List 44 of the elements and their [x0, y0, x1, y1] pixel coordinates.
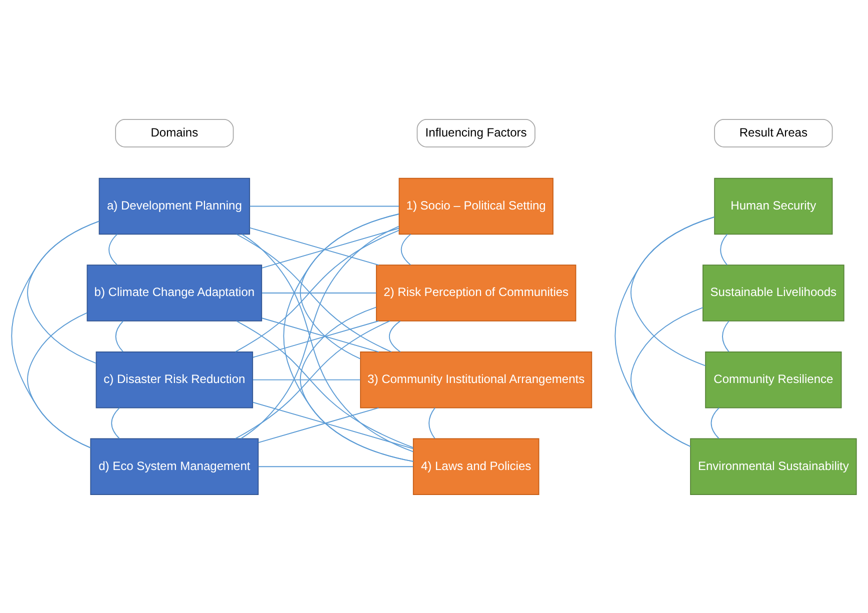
node-box: Influencing Factors	[416, 118, 536, 147]
connector	[258, 466, 414, 467]
node-box: 1) Socio – Political Setting	[398, 177, 554, 234]
connector	[249, 205, 400, 206]
node-box: Environmental Sustainability	[690, 438, 857, 494]
node-box: Community Resilience	[705, 350, 842, 408]
node-box: d) Eco System Management	[90, 438, 259, 494]
connector	[300, 306, 414, 462]
node-box: Human Security	[714, 177, 833, 234]
connector	[722, 320, 730, 352]
connector	[252, 401, 414, 449]
connector	[428, 406, 436, 438]
connector	[11, 220, 100, 448]
connector	[236, 320, 414, 448]
connector	[710, 406, 720, 438]
connector	[252, 320, 380, 358]
node-box: a) Development Planning	[98, 177, 250, 234]
connector	[249, 226, 380, 266]
node-box: b) Climate Change Adaptation	[86, 264, 262, 321]
connector	[242, 233, 414, 452]
connector	[283, 213, 414, 462]
connector	[252, 378, 361, 380]
connector	[720, 233, 728, 265]
connector	[262, 292, 377, 293]
connector	[388, 320, 401, 352]
node-box: Result Areas	[714, 118, 833, 147]
connector	[614, 216, 715, 446]
connector	[111, 406, 120, 438]
node-box: 2) Risk Perception of Communities	[376, 264, 576, 321]
connector	[400, 233, 412, 265]
node-box: Domains	[115, 118, 234, 147]
node-box: 3) Community Institutional Arrangements	[360, 350, 592, 408]
connector	[234, 320, 390, 439]
connector	[258, 406, 380, 443]
node-box: 4) Laws and Policies	[412, 438, 540, 494]
connector	[262, 227, 400, 268]
connector	[630, 306, 704, 446]
connector	[108, 233, 118, 265]
node-box: c) Disaster Risk Reduction	[96, 350, 254, 408]
connector	[27, 312, 92, 448]
connector	[262, 317, 380, 352]
connector	[240, 225, 400, 439]
node-box: Sustainable Livelihoods	[702, 264, 844, 321]
connector	[115, 320, 124, 352]
